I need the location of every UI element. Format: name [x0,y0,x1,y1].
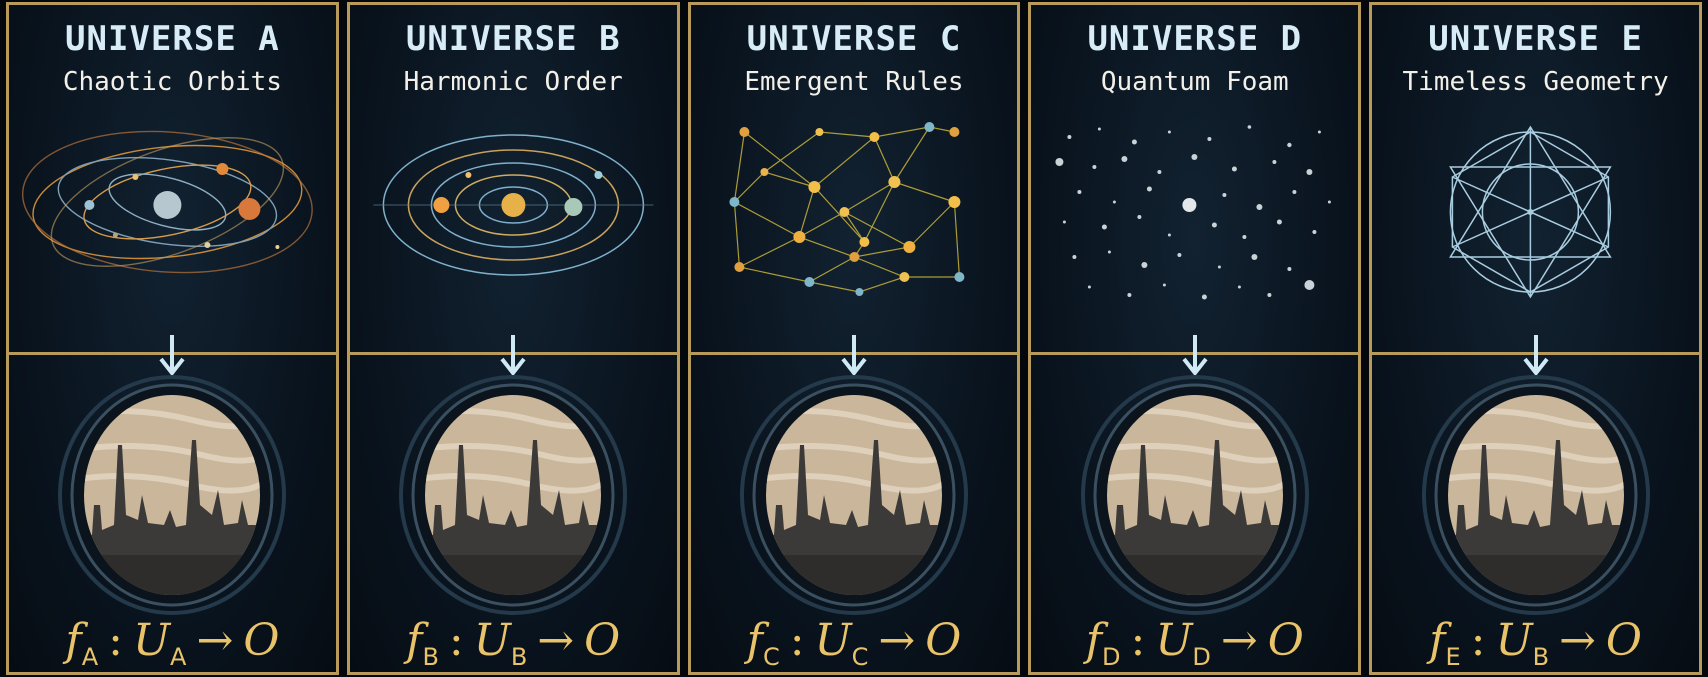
panel-universe-e: UNIVERSE E Timeless Geometry [1369,2,1702,675]
formula-arrow: → [196,615,234,666]
formula-colon: : [1470,615,1486,666]
formula-domain-subscript: B [1532,642,1550,671]
formula-function: f [1429,615,1446,666]
city-skyline-portal-icon [739,375,968,615]
formula-codomain: O [243,615,280,666]
formula-domain: U [132,615,171,666]
city-skyline-portal-icon [399,375,628,615]
panel-universe-d: UNIVERSE D Quantum Foam [1028,2,1362,675]
formula-colon: : [108,615,123,666]
panel-title: UNIVERSE D [1087,19,1303,59]
panel-subtitle: Chaotic Orbits [62,67,282,97]
mapping-formula: fB:UB→O [350,615,677,671]
formula-function-subscript: B [422,642,439,671]
mapping-formula: fD:UD→O [1031,615,1358,671]
formula-domain: U [1495,615,1533,666]
formula-domain: U [1155,615,1193,666]
down-arrow-icon [500,335,526,377]
harmonic-orbits-icon [373,134,654,276]
formula-colon: : [448,615,464,666]
formula-arrow: → [1220,615,1258,666]
quantum-foam-icon [1055,125,1332,300]
panel-universe-b: UNIVERSE B Harmonic Order [346,2,680,675]
formula-domain-subscript: C [851,642,869,671]
formula-arrow: → [537,615,575,666]
formula-function: f [746,615,763,666]
panel-subtitle: Emergent Rules [744,67,964,97]
down-arrow-icon [1182,335,1208,377]
formula-domain: U [814,615,852,666]
panel-title: UNIVERSE A [65,19,280,59]
down-arrow-icon [1523,335,1549,377]
panel-universe-a: UNIVERSE A Chaotic Orbits [6,2,339,675]
chaotic-orbits-icon [21,130,313,274]
mapping-formula: fE:UB →O [1372,615,1699,671]
formula-codomain: O [584,615,621,666]
panel-universe-c: UNIVERSE C Emergent Rules [687,2,1021,675]
formula-function-subscript: D [1102,642,1121,671]
formula-function-subscript: C [762,642,780,671]
formula-colon: : [1130,615,1146,666]
formula-codomain: O [1605,615,1642,666]
mapping-formula: fC:UC→O [691,615,1018,671]
formula-arrow: → [878,615,916,666]
down-arrow-icon [159,335,185,377]
formula-arrow: → [1559,615,1596,666]
panel-title: UNIVERSE C [746,19,962,59]
panel-subtitle: Quantum Foam [1100,67,1289,97]
formula-function: f [406,615,423,666]
down-arrow-icon [841,335,867,377]
formula-function-subscript: A [81,642,99,671]
formula-function: f [65,615,82,666]
formula-codomain: O [925,615,962,666]
formula-function: f [1085,615,1103,666]
formula-domain-subscript: A [170,642,187,671]
formula-domain-subscript: D [1192,642,1211,671]
formula-function-subscript: E [1445,642,1461,671]
city-skyline-portal-icon [1421,375,1650,615]
formula-domain: U [473,615,511,666]
panel-title: UNIVERSE B [405,19,621,59]
formula-codomain: O [1267,615,1304,666]
panel-title: UNIVERSE E [1428,19,1643,59]
city-skyline-portal-icon [58,375,287,615]
formula-domain-subscript: B [510,642,528,671]
panel-subtitle: Timeless Geometry [1402,67,1669,97]
network-graph-icon [728,122,964,296]
mapping-formula: fA:UA→O [9,615,336,671]
city-skyline-portal-icon [1080,375,1309,615]
panel-subtitle: Harmonic Order [403,67,623,97]
sacred-geometry-icon [1449,125,1612,299]
formula-colon: : [789,615,805,666]
